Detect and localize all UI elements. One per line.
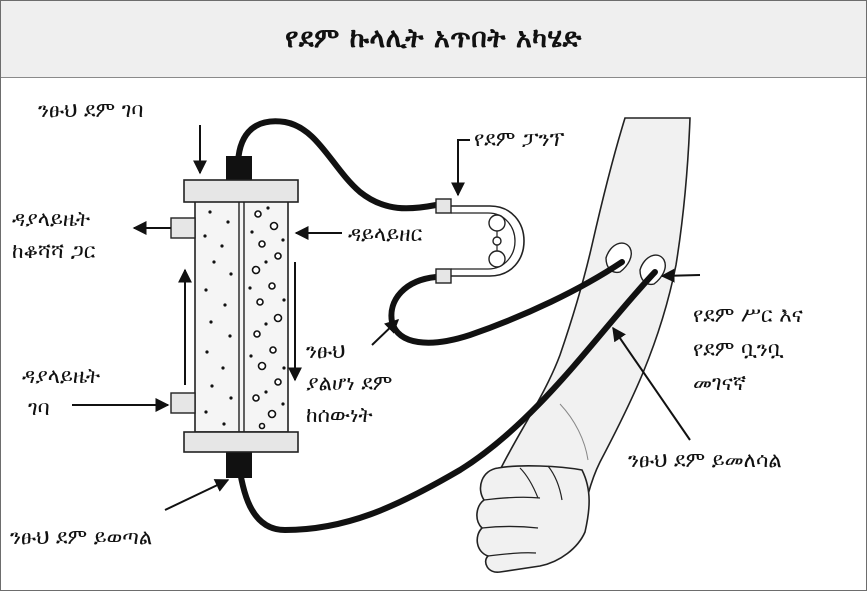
blood-dots [248, 206, 286, 406]
label-blood-pump: የደም ፓንፕ [474, 127, 565, 151]
dialysate-particles [203, 210, 233, 426]
label-dialyzer: ዳይላይዘር [348, 222, 423, 246]
arrow-unclean-blood [371, 319, 400, 346]
arrow-blood-pump [451, 139, 470, 197]
label-av-fistula-line2: የደም ቧንቧ [693, 337, 784, 361]
label-dialysate-drain-line1: ዳያላይዜት [12, 207, 90, 231]
arrow-clean-blood-return [612, 326, 691, 441]
label-av-fistula-line3: መገናኛ [693, 371, 747, 395]
arrows [72, 125, 701, 511]
label-unclean-blood-line3: ከሰውነት [306, 403, 373, 427]
title-bar: የደም ኩላሊት አጥበት አካሄድ [1, 1, 866, 78]
blood-particles [251, 210, 283, 430]
label-unclean-blood-line2: ያልሆነ ደም [306, 371, 392, 395]
dialyzer [170, 156, 299, 478]
arrow-clean-blood-out [164, 479, 230, 511]
label-dialysate-in-line2: ገባ [28, 396, 50, 420]
label-av-fistula-line1: የደም ሥር እና [693, 303, 803, 327]
diagram-title: የደም ኩላሊት አጥበት አካሄድ [285, 23, 582, 54]
arm [476, 117, 691, 573]
label-unclean-blood-line1: ንፁህ [306, 339, 345, 363]
label-dialysate-drain-line2: ከቆሻሻ ጋር [12, 239, 96, 263]
label-clean-blood-return: ንፁህ ደም ይመለሳል [628, 448, 782, 472]
label-clean-blood-out: ንፁህ ደም ይወጣል [10, 525, 152, 549]
blood-tubing [235, 118, 658, 534]
label-clean-blood-in: ንፁህ ደም ገባ [38, 98, 143, 122]
arrow-av-fistula [660, 268, 701, 283]
label-dialysate-in-line1: ዳያላይዜት [22, 364, 100, 388]
blood-pump [435, 198, 525, 284]
